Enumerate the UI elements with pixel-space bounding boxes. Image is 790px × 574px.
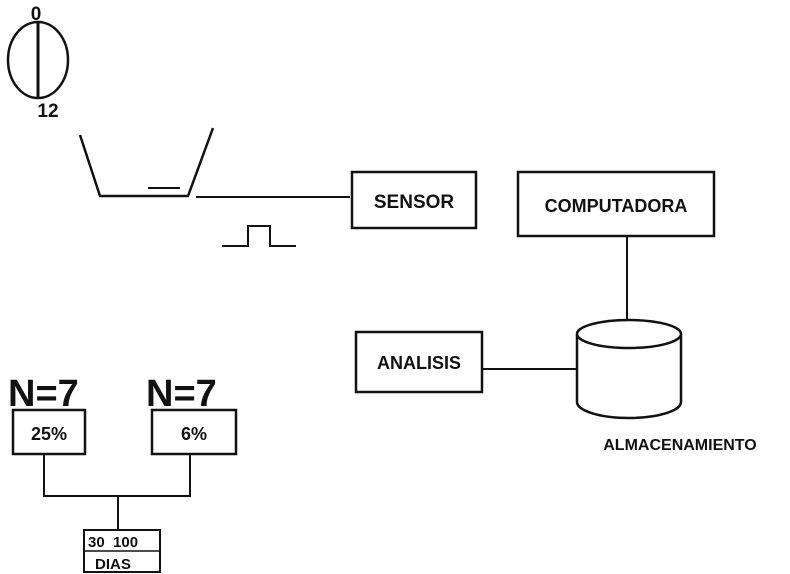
clock-top-label: 0 <box>31 4 42 25</box>
analysis-node: ANALISIS <box>356 332 482 392</box>
group-left: N=7 25% <box>8 373 85 454</box>
group-right: N=7 6% <box>146 373 236 454</box>
computer-label: COMPUTADORA <box>545 196 688 216</box>
group-right-n-label: N=7 <box>146 373 217 415</box>
duration-days: 30 100 <box>88 534 138 551</box>
groups-connector <box>44 454 190 496</box>
sensor-node: SENSOR <box>352 172 476 228</box>
computer-node: COMPUTADORA <box>518 172 714 236</box>
storage-node: ALMACENAMIENTO <box>577 320 757 454</box>
duration-node: 30 100 DIAS <box>84 530 160 573</box>
sensor-label: SENSOR <box>374 192 455 213</box>
group-right-value: 6% <box>181 424 207 444</box>
light-cycle-clock: 0 12 <box>8 4 68 122</box>
storage-label: ALMACENAMIENTO <box>603 437 756 454</box>
analysis-label: ANALISIS <box>377 353 461 373</box>
group-left-value: 25% <box>31 424 67 444</box>
duration-unit: DIAS <box>95 556 131 573</box>
group-left-n-label: N=7 <box>8 373 79 415</box>
pulse-signal-icon <box>222 226 296 246</box>
clock-bottom-label: 12 <box>37 101 58 122</box>
cage-trough-icon <box>80 128 213 196</box>
